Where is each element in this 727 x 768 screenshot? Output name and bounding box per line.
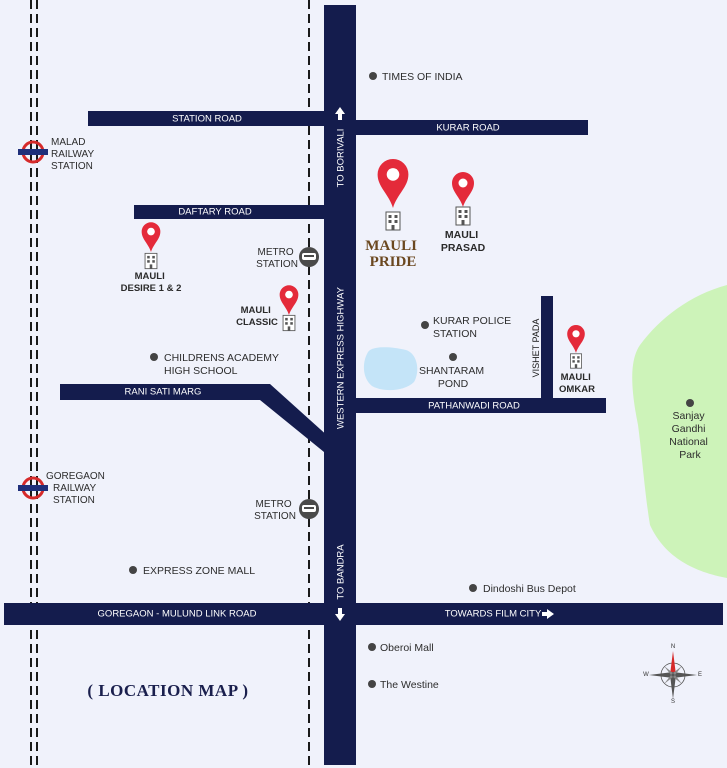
malad-station-label: MALAD RAILWAY STATION: [51, 137, 97, 172]
kurar-police-station-label: KURAR POLICE STATION: [433, 315, 514, 340]
western-express-highway: [324, 5, 356, 765]
link-road-label: GOREGAON - MULUND LINK ROAD: [98, 609, 257, 620]
mauli-prasad-label: MAULI PRASAD: [441, 229, 486, 254]
rani-sati-marg-label: RANI SATI MARG: [125, 387, 202, 398]
express-zone-mall-label: EXPRESS ZONE MALL: [143, 565, 255, 577]
towards-film-city-label: TOWARDS FILM CITY: [445, 609, 542, 620]
mauli-pride-label: MAULI PRIDE: [365, 238, 420, 270]
childrens-academy-label: CHILDRENS ACADEMY HIGH SCHOOL: [164, 352, 282, 377]
daftary-road: [134, 205, 326, 219]
landmark-dot-icon: [449, 353, 457, 361]
landmark-dot-icon: [369, 72, 377, 80]
landmark-dot-icon: [368, 680, 376, 688]
landmark-dot-icon: [686, 399, 694, 407]
rani-sati-marg: [60, 384, 330, 452]
metro-station-icon: [299, 499, 319, 519]
arrow-right-icon: [542, 609, 554, 619]
kurar-road-label: KURAR ROAD: [436, 123, 499, 134]
map-title: ( LOCATION MAP ): [87, 681, 248, 700]
building-icon: [385, 211, 401, 231]
compass-south: S: [671, 699, 675, 705]
mauli-omkar-label: MAULI OMKAR: [559, 372, 595, 395]
pathanwadi-road: [356, 398, 606, 413]
goregaon-station-label: GOREGAON RAILWAY STATION: [46, 471, 108, 506]
arrow-down-icon: [335, 608, 345, 621]
compass-east: E: [698, 672, 702, 678]
landmark-dot-icon: [150, 353, 158, 361]
metro-station-north-label: METRO STATION: [256, 247, 298, 270]
metro-station-icon: [299, 247, 319, 267]
vishet-pada-road: [541, 296, 553, 400]
landmark-dot-icon: [469, 584, 477, 592]
western-railway-line: [30, 0, 38, 768]
mauli-classic-label: MAULI CLASSIC: [236, 305, 278, 328]
arrow-up-icon: [335, 107, 345, 120]
kurar-road: [356, 120, 588, 135]
highway-label: WESTERN EXPRESS HIGHWAY: [336, 286, 347, 429]
oberoi-mall-label: Oberoi Mall: [380, 642, 434, 654]
railway-station-icon: [18, 140, 48, 164]
building-icon: [144, 252, 158, 270]
compass-icon: [649, 651, 697, 699]
pathanwadi-road-label: PATHANWADI ROAD: [428, 401, 520, 412]
times-of-india-label: TIMES OF INDIA: [382, 71, 463, 83]
landmark-dot-icon: [421, 321, 429, 329]
the-westine-label: The Westine: [380, 679, 439, 691]
mauli-desire-label: MAULI DESIRE 1 & 2: [121, 271, 182, 294]
railway-station-icon: [18, 476, 48, 500]
to-borivali-label: TO BORIVALI: [336, 129, 347, 188]
station-road-label: STATION ROAD: [172, 114, 242, 125]
building-icon: [282, 314, 296, 332]
building-icon: [570, 353, 582, 369]
vishet-pada-label: VISHET PADA: [531, 319, 541, 378]
building-icon: [455, 206, 471, 226]
to-bandra-label: TO BANDRA: [336, 544, 347, 600]
national-park-label: Sanjay Gandhi National Park: [669, 410, 710, 461]
compass-north: N: [671, 644, 675, 650]
national-park: [632, 285, 727, 578]
shantaram-pond: [363, 347, 418, 391]
station-road: [88, 111, 326, 126]
compass-west: W: [643, 672, 649, 678]
daftary-road-label: DAFTARY ROAD: [178, 207, 252, 218]
landmark-dot-icon: [368, 643, 376, 651]
landmark-dot-icon: [129, 566, 137, 574]
metro-station-south-label: METRO STATION: [254, 499, 296, 522]
link-road: [4, 603, 723, 625]
shantaram-pond-label: SHANTARAM POND: [419, 365, 487, 390]
dindoshi-bus-depot-label: Dindoshi Bus Depot: [483, 583, 576, 595]
